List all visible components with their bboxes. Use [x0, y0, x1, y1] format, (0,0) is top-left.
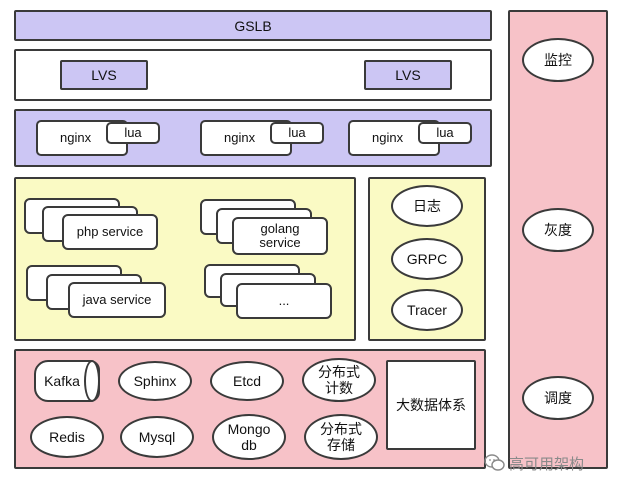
- grpc-label: GRPC: [406, 251, 448, 267]
- php-service-label: php service: [76, 224, 144, 239]
- redis-label: Redis: [49, 429, 85, 445]
- scheduling-label: 调度: [544, 390, 572, 406]
- lvs-label-right: LVS: [395, 67, 421, 83]
- etcd-label: Etcd: [232, 373, 261, 389]
- distributed-count-node: 分布式 计数: [302, 358, 376, 402]
- distributed-count-label: 分布式 计数: [318, 364, 360, 396]
- java-service-label: java service: [82, 292, 152, 307]
- gslb-layer: GSLB: [14, 10, 492, 41]
- lua-box-3: lua: [418, 122, 472, 144]
- lua-box-1: lua: [106, 122, 160, 144]
- golang-service-card: golang service: [232, 217, 328, 255]
- watermark-text: 高可用架构: [509, 455, 585, 473]
- nginx-label-3: nginx: [372, 130, 404, 145]
- redis-node: Redis: [30, 416, 104, 458]
- lua-label-1: lua: [124, 125, 142, 140]
- mysql-node: Mysql: [120, 416, 194, 458]
- php-service-card: php service: [62, 214, 158, 250]
- lvs-box-left: LVS: [60, 60, 148, 90]
- mongodb-label: Mongo db: [227, 421, 271, 453]
- lvs-label-left: LVS: [91, 67, 117, 83]
- tracer-node: Tracer: [391, 289, 463, 331]
- more-service-card: ...: [236, 283, 332, 319]
- lua-label-3: lua: [436, 125, 454, 140]
- monitoring-node: 监控: [522, 38, 594, 82]
- log-node: 日志: [391, 185, 463, 227]
- lua-box-2: lua: [270, 122, 324, 144]
- nginx-label-1: nginx: [60, 130, 92, 145]
- tracer-label: Tracer: [407, 302, 447, 318]
- big-data-label: 大数据体系: [396, 397, 466, 413]
- more-service-label: ...: [278, 293, 290, 308]
- monitoring-label: 监控: [544, 52, 572, 68]
- gray-release-node: 灰度: [522, 208, 594, 252]
- java-service-card: java service: [68, 282, 166, 318]
- log-label: 日志: [413, 198, 441, 214]
- etcd-node: Etcd: [210, 361, 284, 401]
- mysql-label: Mysql: [138, 429, 176, 445]
- mongodb-node: Mongo db: [212, 414, 286, 460]
- distributed-storage-node: 分布式 存储: [304, 414, 378, 460]
- scheduling-node: 调度: [522, 376, 594, 420]
- nginx-label-2: nginx: [224, 130, 256, 145]
- gslb-label: GSLB: [234, 17, 272, 34]
- sphinx-node: Sphinx: [118, 361, 192, 401]
- watermark: 高可用架构: [484, 452, 624, 474]
- lua-label-2: lua: [288, 125, 306, 140]
- kafka-label: Kafka: [44, 373, 80, 389]
- big-data-node: 大数据体系: [386, 360, 476, 450]
- lvs-box-right: LVS: [364, 60, 452, 90]
- distributed-storage-label: 分布式 存储: [320, 421, 362, 453]
- grpc-node: GRPC: [391, 238, 463, 280]
- gray-release-label: 灰度: [544, 222, 572, 238]
- kafka-cylinder-cap: [84, 360, 100, 402]
- sphinx-label: Sphinx: [133, 373, 177, 389]
- wechat-icon: [484, 454, 505, 471]
- golang-service-label: golang service: [259, 221, 301, 250]
